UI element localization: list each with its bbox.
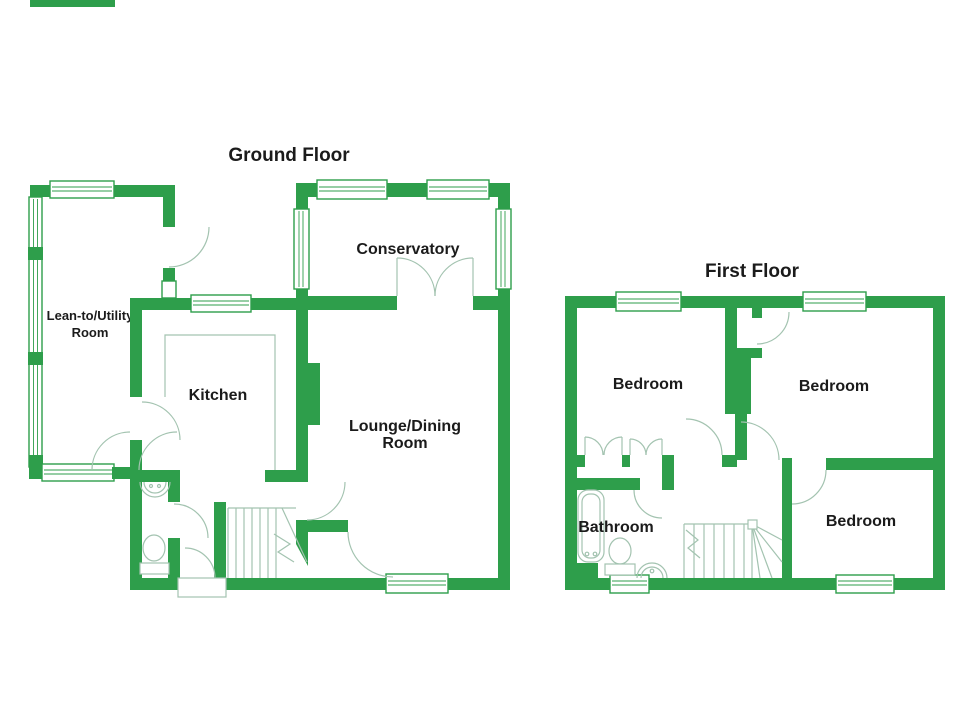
first-floor-title: First Floor: [705, 261, 800, 282]
ground-floor-walls: [130, 294, 510, 594]
front-porch: [177, 577, 227, 598]
ground-floor-title: Ground Floor: [228, 145, 350, 166]
french-door-right-arc: [434, 257, 474, 297]
lean-to-label-line1: Lean-to/Utility: [47, 308, 134, 323]
lean-to-back-door-arc: [168, 226, 210, 268]
bedroom-right-door-arc: [740, 421, 780, 461]
bathroom-fixtures: [577, 489, 668, 579]
first-floor-stairs: [683, 519, 783, 579]
sink-icon: [636, 562, 668, 579]
lounge-label-line2: Room: [382, 435, 427, 452]
toilet-icon: [608, 537, 632, 565]
bedroom-left-label: Bedroom: [613, 376, 683, 393]
wc-toilet-icon: [142, 534, 166, 562]
lean-to-label-line2: Room: [72, 325, 109, 340]
first-floor-plan: First Floor: [565, 261, 945, 594]
room-lean-to: Lean-to/Utility Room: [28, 180, 210, 482]
logo-bar: [30, 0, 115, 7]
bathroom-door-arc: [633, 489, 663, 519]
ground-floor-stairs: [227, 507, 308, 578]
kitchen-west-door-arc: [141, 401, 181, 441]
bedroom-bottom-door-arc: [791, 469, 827, 505]
hall-lounge-door-arc: [347, 531, 394, 578]
bathroom-label: Bathroom: [578, 519, 654, 536]
front-door-arc: [184, 547, 216, 579]
lean-to-inner-door-arc: [91, 431, 131, 471]
bedroom-right-label: Bedroom: [799, 378, 869, 395]
wc-fixtures: [139, 481, 171, 575]
closet1-door-arcs: [584, 436, 604, 456]
kitchen-hall-door-arc: [138, 431, 178, 471]
room-conservatory: Conservatory: [293, 179, 512, 297]
ground-floor-plan: Ground Floor Lean-to/U: [28, 145, 512, 598]
wc-door-arc: [173, 503, 209, 539]
first-floor-walls: [565, 291, 945, 594]
chimney-breast-ground: [296, 363, 320, 425]
kitchen-units-outline: [164, 334, 276, 470]
kitchen-lounge-door-arc: [306, 481, 346, 521]
closet2-door-arcs: [629, 438, 647, 456]
conservatory-label: Conservatory: [356, 241, 459, 258]
french-door-left-arc: [396, 257, 436, 297]
lounge-label-line1: Lounge/Dining: [349, 418, 461, 435]
bedroom-left-door-arc: [685, 418, 723, 456]
chimney-breast-first: [725, 356, 751, 414]
ground-floor-doors: [138, 401, 394, 598]
kitchen-label: Kitchen: [189, 387, 248, 404]
bedroom-bottom-label: Bedroom: [826, 513, 896, 530]
first-floor-doors: [584, 311, 827, 519]
wc-sink-icon: [139, 481, 171, 498]
cupboard-door-arc: [756, 311, 790, 345]
